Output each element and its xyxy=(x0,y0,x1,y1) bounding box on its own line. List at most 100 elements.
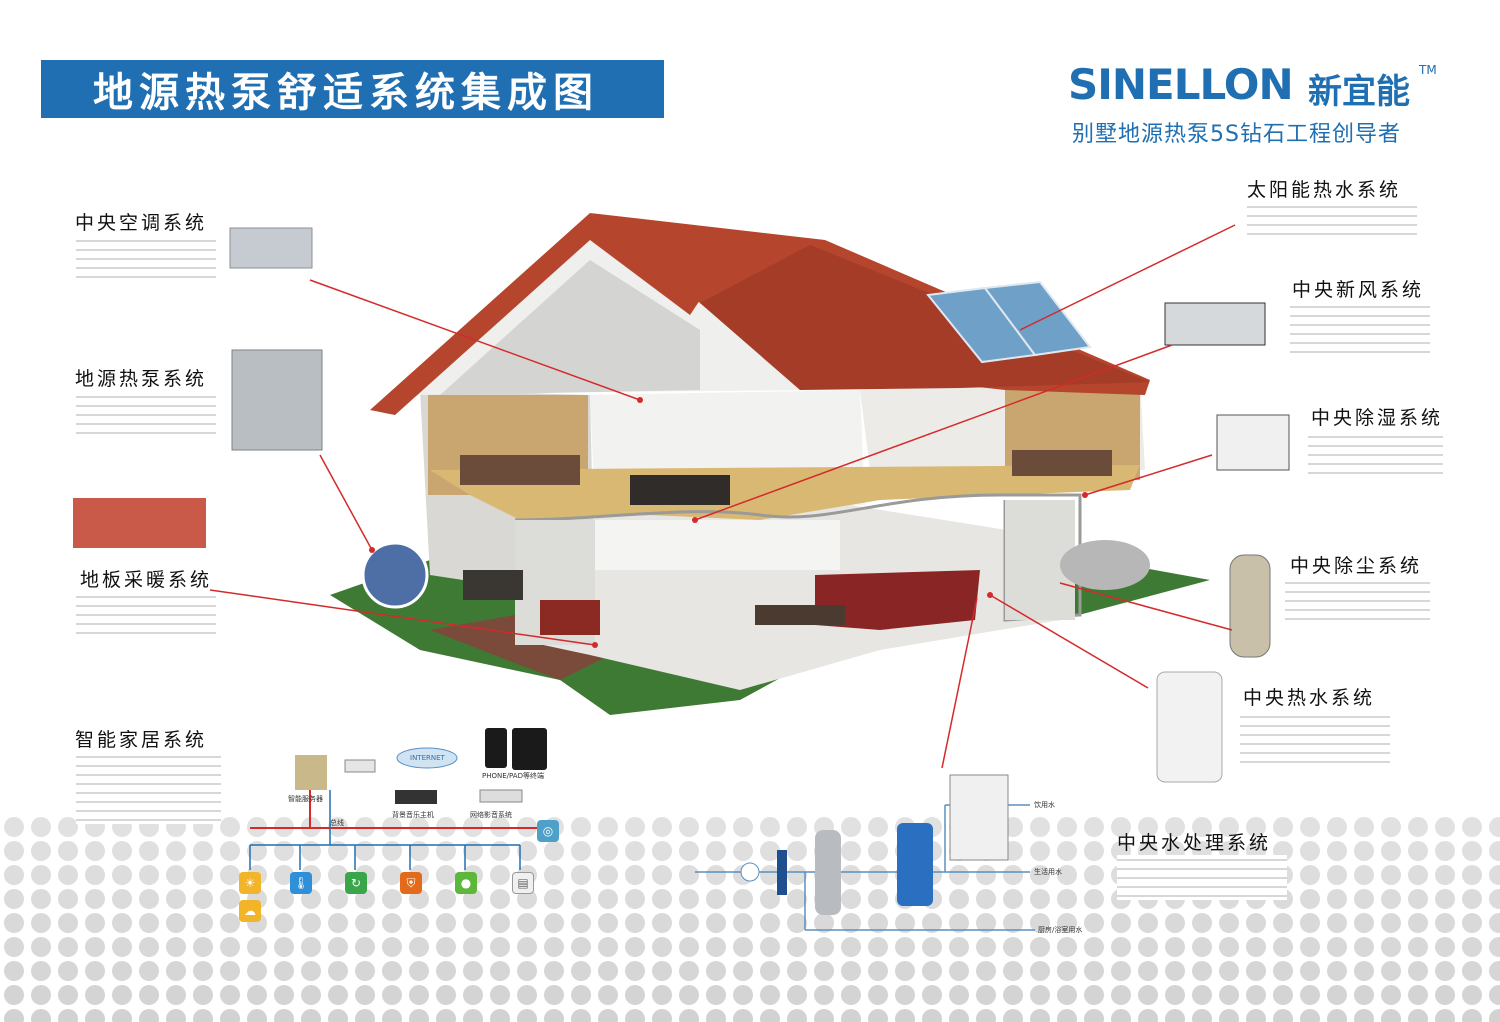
background-dot xyxy=(4,865,24,885)
background-dot xyxy=(1057,913,1077,933)
background-dot xyxy=(274,889,294,909)
background-dot xyxy=(1246,961,1266,981)
background-dot xyxy=(679,961,699,981)
background-dot xyxy=(1003,889,1023,909)
lower-wall-front-mid xyxy=(595,520,840,570)
background-dot xyxy=(1408,1009,1428,1022)
background-dot xyxy=(58,1009,78,1022)
background-dot xyxy=(1327,889,1347,909)
water-treatment-description xyxy=(1117,855,1287,900)
background-dot xyxy=(382,913,402,933)
background-dot xyxy=(544,961,564,981)
background-dot xyxy=(733,937,753,957)
background-dot xyxy=(1057,841,1077,861)
background-dot xyxy=(1273,913,1293,933)
background-dot xyxy=(409,985,429,1005)
hot-water-title: 中央热水系统 xyxy=(1243,687,1376,709)
background-dot xyxy=(976,985,996,1005)
roof-tiles-right xyxy=(590,213,1150,395)
background-dot xyxy=(1408,817,1428,837)
background-dot xyxy=(976,937,996,957)
left-wall xyxy=(420,390,595,600)
background-dot xyxy=(490,841,510,861)
background-dot xyxy=(733,865,753,885)
background-dot xyxy=(625,913,645,933)
background-dot xyxy=(1381,937,1401,957)
background-dot xyxy=(355,985,375,1005)
background-dot xyxy=(895,817,915,837)
background-dot xyxy=(1354,865,1374,885)
background-dot xyxy=(868,913,888,933)
brand-slogan: 别墅地源热泵5S钻石工程创导者 xyxy=(1072,122,1401,147)
background-dot xyxy=(814,937,834,957)
background-dot xyxy=(436,889,456,909)
background-dot xyxy=(463,889,483,909)
background-dot xyxy=(1219,817,1239,837)
background-dot xyxy=(598,817,618,837)
background-dot xyxy=(193,889,213,909)
background-dot xyxy=(1408,841,1428,861)
background-dot xyxy=(787,841,807,861)
background-dot xyxy=(355,1009,375,1022)
background-dot xyxy=(220,937,240,957)
background-dot xyxy=(1435,985,1455,1005)
background-dot xyxy=(733,913,753,933)
background-dot xyxy=(166,961,186,981)
background-dot xyxy=(328,841,348,861)
background-dot xyxy=(1084,865,1104,885)
bedroom-right-wall xyxy=(1005,385,1140,480)
background-dot xyxy=(1192,817,1212,837)
background-dot xyxy=(1435,865,1455,885)
background-dot xyxy=(571,961,591,981)
background-dot xyxy=(1381,841,1401,861)
background-dot xyxy=(949,961,969,981)
background-dot xyxy=(1057,985,1077,1005)
ground-source-description xyxy=(76,392,216,437)
background-dot xyxy=(895,961,915,981)
background-dot xyxy=(112,961,132,981)
background-dot xyxy=(1084,817,1104,837)
background-dot xyxy=(382,889,402,909)
background-dot xyxy=(1003,937,1023,957)
background-dot xyxy=(301,817,321,837)
background-dot xyxy=(814,841,834,861)
background-dot xyxy=(1354,841,1374,861)
dehumidifier-image xyxy=(1216,414,1290,471)
background-dot xyxy=(355,889,375,909)
audio-label: 背景音乐主机 xyxy=(392,811,434,819)
background-dot xyxy=(733,961,753,981)
background-dot xyxy=(85,889,105,909)
background-dot xyxy=(4,985,24,1005)
background-dot xyxy=(1381,1009,1401,1022)
lower-wall-front-left xyxy=(515,520,595,645)
background-dot xyxy=(247,985,267,1005)
background-dot xyxy=(1057,889,1077,909)
ac-unit-image xyxy=(229,227,313,269)
background-dot xyxy=(166,937,186,957)
solar-panel-left xyxy=(926,286,1037,364)
background-dot xyxy=(58,913,78,933)
background-dot xyxy=(1462,1009,1482,1022)
background-dot xyxy=(355,961,375,981)
background-dot xyxy=(1111,913,1131,933)
background-dot xyxy=(733,1009,753,1022)
background-dot xyxy=(1192,913,1212,933)
background-dot xyxy=(355,913,375,933)
hot-water-description xyxy=(1240,712,1390,767)
background-dot xyxy=(517,841,537,861)
background-dot xyxy=(949,865,969,885)
background-dot xyxy=(1111,961,1131,981)
background-dot xyxy=(1408,985,1428,1005)
background-dot xyxy=(1327,937,1347,957)
background-dot xyxy=(58,961,78,981)
background-dot xyxy=(1165,1009,1185,1022)
background-dot xyxy=(1111,1009,1131,1022)
background-dot xyxy=(382,985,402,1005)
background-dot xyxy=(895,985,915,1005)
background-dot xyxy=(1435,937,1455,957)
fresh-air-title: 中央新风系统 xyxy=(1292,279,1425,301)
background-dot xyxy=(922,937,942,957)
background-dot xyxy=(1084,913,1104,933)
background-dot xyxy=(679,865,699,885)
background-dot xyxy=(571,889,591,909)
